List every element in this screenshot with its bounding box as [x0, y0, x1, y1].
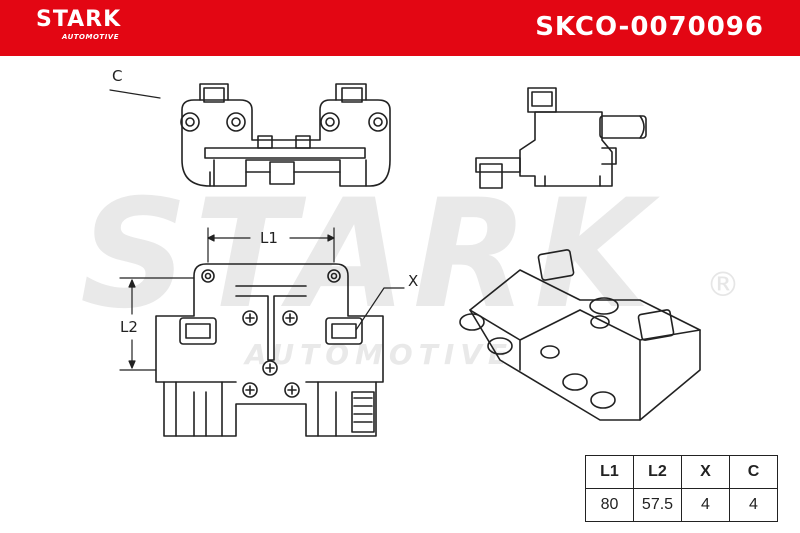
spec-value-c: 4	[729, 488, 778, 522]
side-view	[475, 87, 647, 189]
spec-header-l1: L1	[585, 455, 634, 489]
watermark-sub: AUTOMOTIVE	[243, 338, 513, 371]
header-bar: STARK AUTOMOTIVE SKCO-0070096	[0, 0, 800, 56]
label-l1: L1	[260, 229, 278, 247]
front-view	[155, 263, 384, 437]
watermark-registered: ®	[706, 265, 740, 305]
spec-table: L1 L2 X C 80 57.5 4 4	[585, 455, 778, 522]
isometric-view	[459, 249, 701, 421]
dimension-lines	[109, 89, 405, 371]
spec-header-c: C	[729, 455, 778, 489]
top-view	[180, 83, 391, 187]
spec-value-row: 80 57.5 4 4	[585, 488, 778, 522]
label-l2: L2	[120, 318, 138, 336]
spec-header-x: X	[681, 455, 730, 489]
label-x: X	[408, 272, 419, 290]
spec-value-l1: 80	[585, 488, 634, 522]
spec-value-x: 4	[681, 488, 730, 522]
spec-header-l2: L2	[633, 455, 682, 489]
spec-value-l2: 57.5	[633, 488, 682, 522]
spec-header-row: L1 L2 X C	[585, 455, 778, 489]
brand-logo: STARK	[36, 7, 122, 32]
brand-subtitle: AUTOMOTIVE	[62, 33, 120, 41]
label-c: C	[112, 67, 123, 85]
part-number: SKCO-0070096	[535, 12, 764, 42]
